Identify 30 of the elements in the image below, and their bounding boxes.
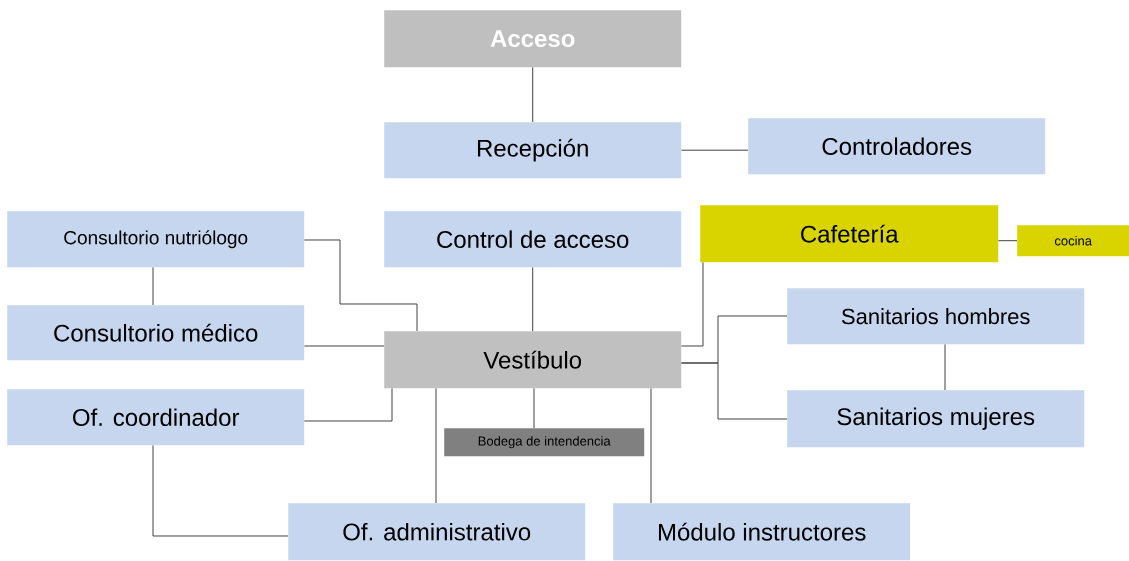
connector-line bbox=[303, 345, 385, 347]
room-box: Bodega de intendencia bbox=[444, 428, 645, 457]
connector-line bbox=[680, 362, 788, 420]
connector-line bbox=[533, 387, 535, 429]
connector-line bbox=[680, 149, 749, 151]
room-box: Sanitarios hombres bbox=[787, 288, 1085, 345]
room-box: Control de acceso bbox=[384, 211, 682, 268]
room-box: Consultorio nutriólogo bbox=[7, 211, 305, 268]
connector-line bbox=[152, 444, 289, 537]
connector-line bbox=[532, 266, 534, 332]
heading-box: Acceso bbox=[384, 10, 682, 68]
room-box: cocina bbox=[1017, 225, 1129, 257]
connector-line bbox=[435, 387, 437, 504]
room-box: Recepción bbox=[384, 122, 682, 179]
connector-line bbox=[997, 240, 1018, 242]
room-box: Módulo instructores bbox=[613, 503, 911, 561]
connector-line bbox=[650, 387, 652, 504]
room-box: Cafetería bbox=[700, 205, 999, 263]
connector-line bbox=[944, 343, 946, 391]
room-box: Sanitarios mujeres bbox=[787, 390, 1085, 448]
connector-line bbox=[303, 387, 393, 422]
hub-box: Vestíbulo bbox=[384, 331, 682, 389]
room-box: Of. administrativo bbox=[288, 503, 586, 561]
connector-line bbox=[303, 239, 418, 332]
room-box: Controladores bbox=[748, 118, 1046, 175]
connector-line bbox=[152, 266, 154, 306]
room-box: Of. coordinador bbox=[7, 389, 305, 446]
connector-line bbox=[680, 261, 704, 347]
room-box: Consultorio médico bbox=[7, 305, 305, 361]
connector-line bbox=[532, 66, 534, 123]
